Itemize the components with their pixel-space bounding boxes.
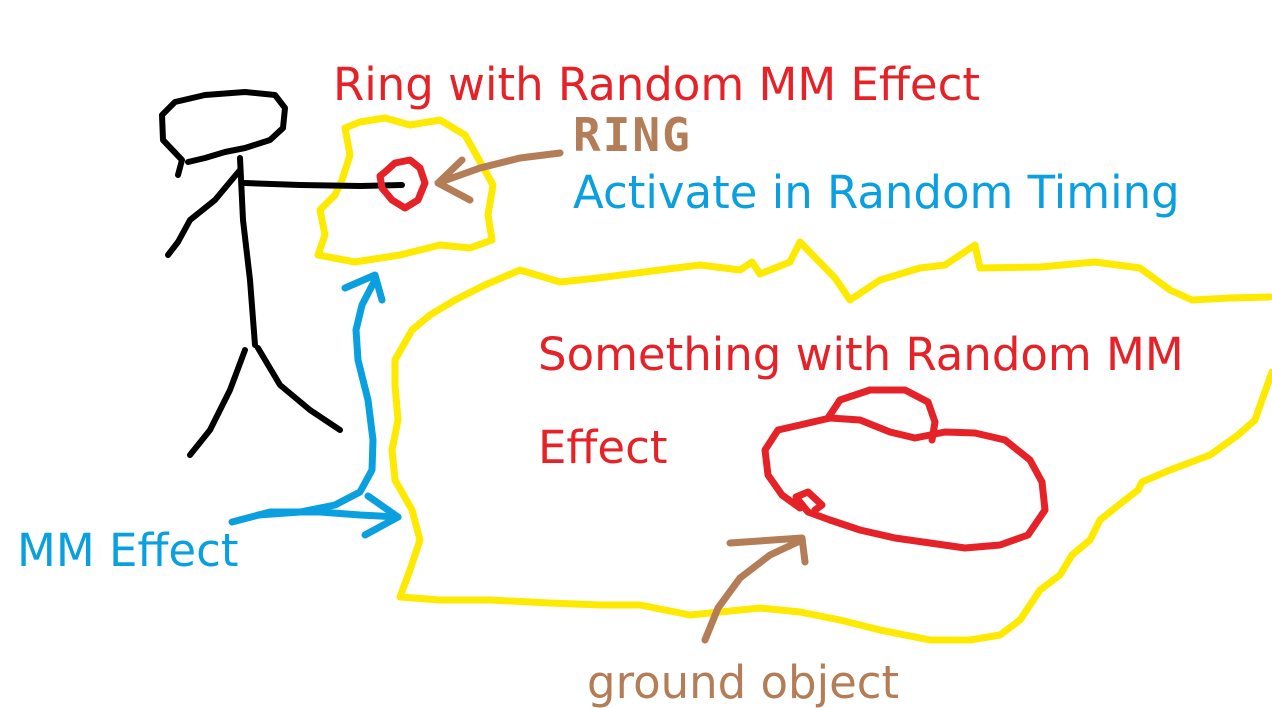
ground-pointer-arrow — [701, 534, 809, 644]
ground-object-shape — [761, 414, 1049, 552]
figure-left-arm — [165, 167, 243, 258]
figure-right-leg — [255, 345, 343, 433]
ring-pointer-arrow — [434, 149, 564, 204]
stick-figure — [159, 89, 405, 458]
mm-effect-arrow-up — [254, 276, 379, 519]
figure-left-leg — [187, 347, 248, 458]
ring-icon — [376, 156, 429, 212]
ground-object-label: ground object — [587, 656, 900, 708]
ring-word-label: RING — [573, 108, 692, 162]
mm-effect-arrows — [228, 271, 402, 539]
ring-effect-label: Ring with Random MM Effect — [333, 58, 981, 111]
something-effect-label-line1: Something with Random MM — [538, 328, 1184, 381]
figure-head — [159, 89, 288, 178]
ground-aura-outline — [388, 238, 1272, 644]
something-effect-label-line2: Effect — [538, 421, 668, 474]
ground-object-top-lump — [824, 386, 939, 444]
mm-effect-label: MM Effect — [17, 524, 239, 577]
figure-body — [237, 155, 258, 348]
ring-aura-outline — [314, 114, 497, 266]
activate-timing-label: Activate in Random Timing — [573, 166, 1180, 219]
